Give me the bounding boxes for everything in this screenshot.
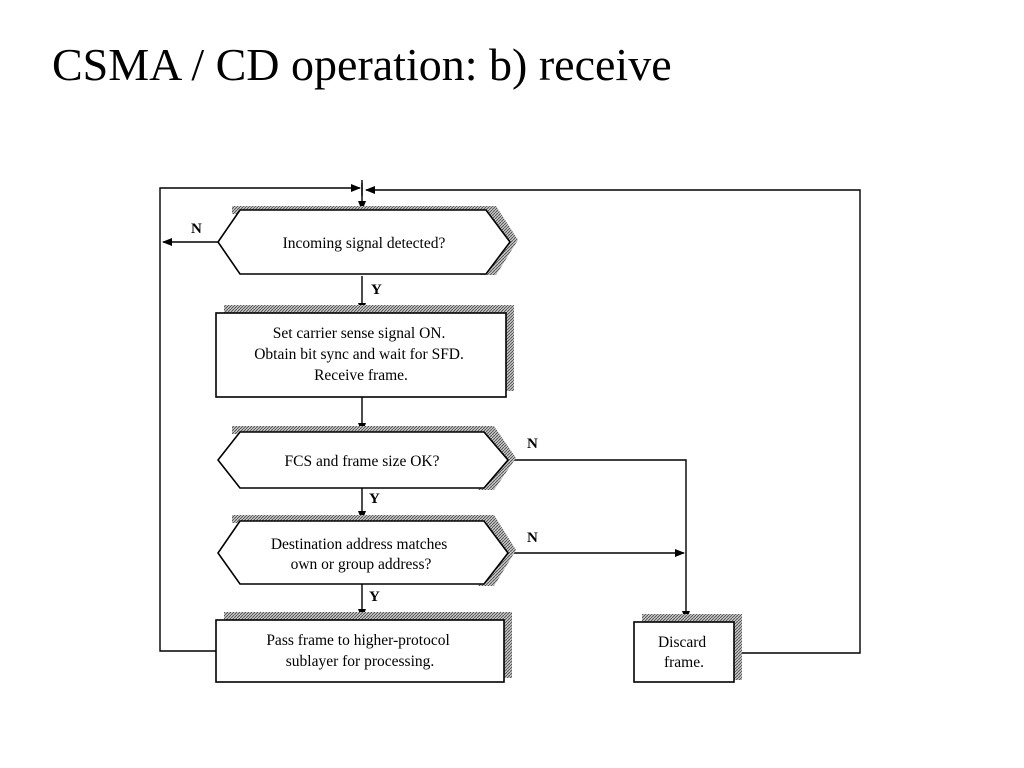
destination-decision: Destination address matches own or group… bbox=[217, 515, 516, 586]
incoming-signal-text: Incoming signal detected? bbox=[283, 235, 446, 252]
dest-no-label: N bbox=[527, 530, 538, 546]
slide-title: CSMA / CD operation: b) receive bbox=[52, 39, 672, 90]
pass-frame-text: Pass frame to higher-protocol sublayer f… bbox=[266, 632, 453, 670]
destination-text: Destination address matches own or group… bbox=[271, 536, 451, 573]
fcs-no-arrow bbox=[506, 459, 690, 621]
dest-yes-label: Y bbox=[369, 589, 380, 605]
discard-frame-text: Discard frame. bbox=[658, 634, 710, 671]
discard-frame-process: Discard frame. bbox=[633, 614, 742, 683]
carrier-sense-process: Set carrier sense signal ON. Obtain bit … bbox=[215, 305, 514, 398]
fcs-text: FCS and frame size OK? bbox=[285, 453, 440, 470]
fcs-yes-label: Y bbox=[369, 491, 380, 507]
carrier-sense-text: Set carrier sense signal ON. Obtain bit … bbox=[254, 325, 468, 384]
loop-left-line bbox=[159, 184, 361, 652]
fcs-no-label: N bbox=[527, 436, 538, 452]
incoming-signal-decision: Incoming signal detected? bbox=[217, 206, 518, 275]
loop-right-line bbox=[365, 186, 861, 654]
fcs-decision: FCS and frame size OK? bbox=[216, 426, 516, 490]
incoming-no-label: N bbox=[191, 221, 202, 237]
incoming-yes-label: Y bbox=[371, 282, 382, 298]
pass-frame-process: Pass frame to higher-protocol sublayer f… bbox=[215, 612, 512, 683]
